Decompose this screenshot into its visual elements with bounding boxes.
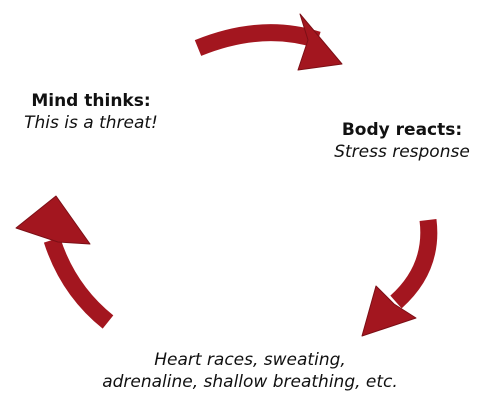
arrow-top-icon [194, 13, 343, 71]
arrow-left-icon [15, 195, 114, 329]
node-symptoms: Heart races, sweating, adrenaline, shall… [70, 350, 430, 394]
node-symptoms-line1: Heart races, sweating, [154, 350, 346, 370]
node-mind-heading: Mind thinks: [31, 91, 151, 111]
arrow-right-icon [361, 218, 438, 337]
node-mind-detail: This is a threat! [24, 112, 158, 133]
node-body-reacts: Body reacts: Stress response [318, 120, 486, 164]
node-mind-thinks: Mind thinks: This is a threat! [6, 91, 176, 135]
node-symptoms-line2: adrenaline, shallow breathing, etc. [102, 371, 398, 392]
node-body-detail: Stress response [334, 141, 470, 162]
node-body-heading: Body reacts: [341, 120, 463, 140]
